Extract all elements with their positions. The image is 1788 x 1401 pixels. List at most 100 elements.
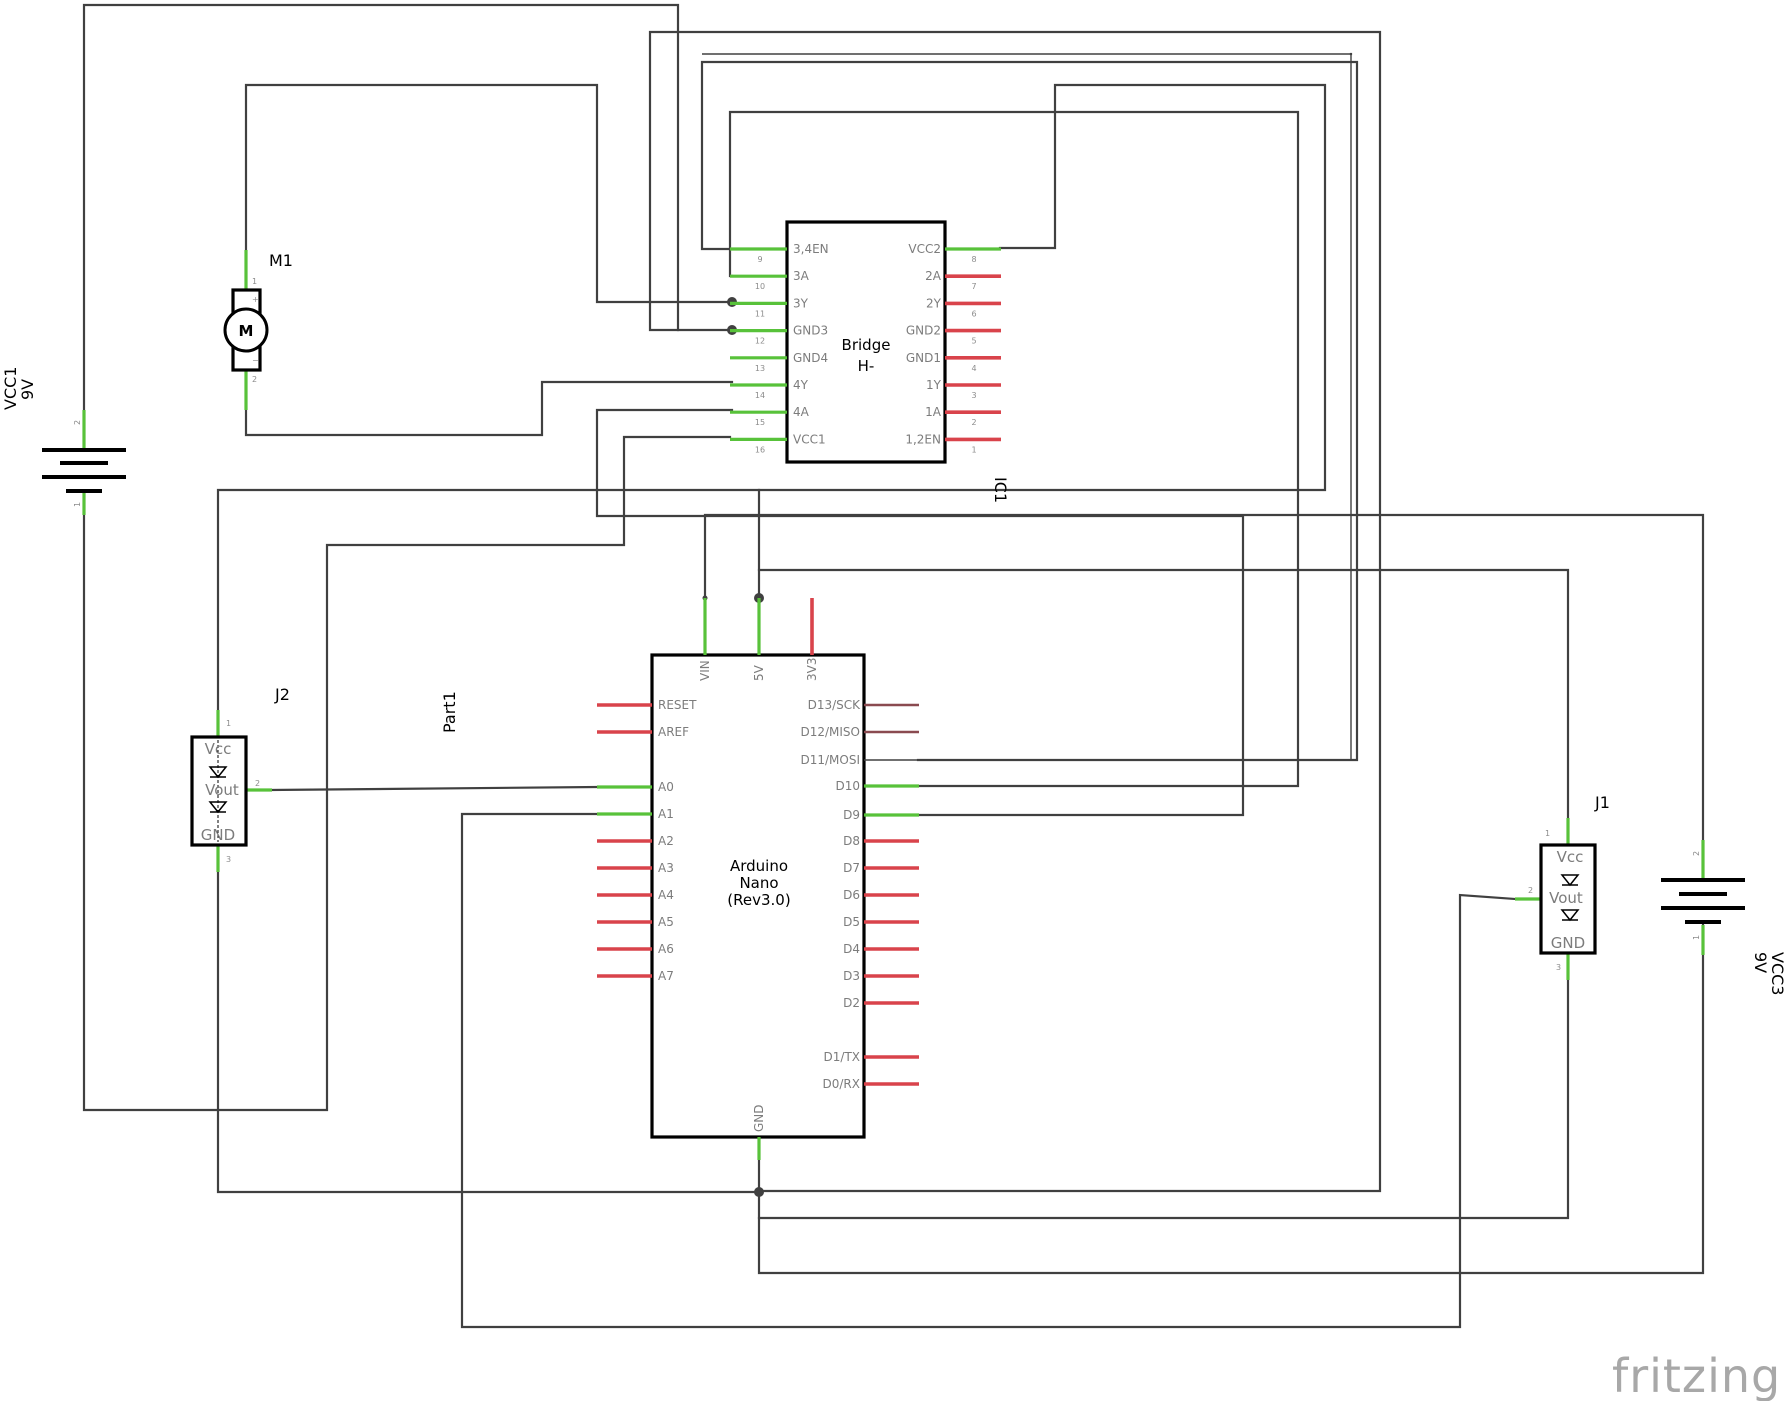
sensor-j1-diode-icon bbox=[1560, 874, 1580, 887]
arduino-pin-d7[interactable]: D7 bbox=[843, 861, 919, 875]
arduino-pin-aref[interactable]: AREF bbox=[597, 725, 689, 739]
arduino-pin-d1-tx[interactable]: D1/TX bbox=[824, 1050, 919, 1064]
sensor-j2-photodiode-icon bbox=[208, 801, 228, 814]
h-bridge-pin-2a[interactable]: 2A 7 bbox=[925, 269, 1001, 291]
arduino-pin-d10[interactable]: D10 bbox=[835, 779, 919, 793]
wire-d11[interactable] bbox=[702, 53, 1352, 761]
arduino-pin-a1[interactable]: A1 bbox=[597, 807, 674, 821]
pin-number: 12 bbox=[755, 337, 765, 346]
arduino-pin-a5[interactable]: A5 bbox=[597, 915, 674, 929]
arduino-pin-a4[interactable]: A4 bbox=[597, 888, 674, 902]
arduino-pin-reset[interactable]: RESET bbox=[597, 698, 697, 712]
wire-vin[interactable] bbox=[703, 513, 1705, 842]
pin-label: D13/SCK bbox=[808, 698, 862, 712]
arduino-gnd-pin[interactable]: GND bbox=[752, 1104, 766, 1160]
wire-motor-minus[interactable] bbox=[244, 378, 734, 437]
sensor-j2-diode-icon bbox=[208, 766, 228, 779]
arduino-pin-d0-rx[interactable]: D0/RX bbox=[823, 1077, 919, 1091]
sensor-j2-pin2: 2 bbox=[255, 779, 260, 788]
arduino-pin-d3[interactable]: D3 bbox=[843, 969, 919, 983]
arduino-pin-vin[interactable]: VIN bbox=[698, 598, 712, 681]
sensor-j1-vcc: Vcc bbox=[1557, 848, 1584, 866]
sensor-j2-body bbox=[190, 735, 248, 847]
sensor-j2-pin1: 1 bbox=[226, 719, 231, 728]
arduino-pin-a6[interactable]: A6 bbox=[597, 942, 674, 956]
wire-j2-a0[interactable] bbox=[268, 785, 599, 792]
arduino-pin-a3[interactable]: A3 bbox=[597, 861, 674, 875]
motor-m1[interactable]: M + − 1 2 M1 bbox=[223, 250, 293, 410]
wire-vcc2[interactable] bbox=[216, 83, 1327, 742]
pin-number: 7 bbox=[971, 282, 976, 291]
arduino-pin-d9[interactable]: D9 bbox=[843, 808, 919, 822]
pin-number: 8 bbox=[971, 255, 976, 264]
arduino-pin-a7[interactable]: A7 bbox=[597, 969, 674, 983]
pin-label: VIN bbox=[698, 660, 712, 681]
battery-vcc1-pin1: 1 bbox=[73, 502, 82, 507]
arduino-pin-5v[interactable]: 5V bbox=[752, 598, 766, 681]
h-bridge-pin-2y[interactable]: 2Y6 bbox=[926, 296, 1001, 318]
arduino-pin-d13-sck[interactable]: D13/SCK bbox=[808, 698, 919, 712]
pin-label: D5 bbox=[843, 915, 860, 929]
arduino-pin-d11-mosi[interactable]: D11/MOSI bbox=[800, 753, 919, 767]
wire-gnd-down[interactable] bbox=[757, 923, 1705, 1275]
wire-gnd3-loop[interactable] bbox=[648, 30, 1382, 1193]
arduino-pin-a0[interactable]: A0 bbox=[597, 780, 674, 794]
h-bridge-ic1[interactable]: Bridge H- IC1 3,4EN93A103Y11GND312GND413… bbox=[730, 220, 1010, 503]
battery-vcc1[interactable]: 2 1 VCC1 9V bbox=[1, 367, 126, 515]
arduino-pin-d6[interactable]: D6 bbox=[843, 888, 919, 902]
motor-glyph: M bbox=[239, 322, 254, 340]
pin-label: VCC1 bbox=[793, 432, 826, 446]
wire-j2-gnd[interactable] bbox=[216, 863, 761, 1194]
arduino-pin-3v3[interactable]: 3V3 bbox=[805, 598, 819, 681]
sensor-j2-vout: Vout bbox=[205, 781, 239, 799]
arduino-pin-d8[interactable]: D8 bbox=[843, 834, 919, 848]
pin-label: 3,4EN bbox=[793, 242, 829, 256]
arduino-pin-d12-miso[interactable]: D12/MISO bbox=[800, 725, 919, 739]
pin-label: 4Y bbox=[793, 378, 809, 392]
pin-number: 13 bbox=[755, 364, 765, 373]
pin-label: 1,2EN bbox=[905, 432, 941, 446]
battery-vcc3-ref: VCC3 bbox=[1768, 952, 1787, 995]
arduino-top-pins: VIN 5V 3V3 bbox=[698, 598, 819, 681]
battery-vcc3-value: 9V bbox=[1751, 952, 1770, 973]
arduino-pin-d2[interactable]: D2 bbox=[843, 996, 919, 1010]
sensor-j1-pin1: 1 bbox=[1545, 829, 1550, 838]
sensor-j2[interactable]: Vcc Vout GND 1 2 3 J2 bbox=[190, 685, 290, 872]
wire-vcc1-bottom[interactable] bbox=[82, 435, 732, 1112]
h-bridge-pin-1a[interactable]: 1A2 bbox=[925, 405, 1001, 427]
wire-motor-plus[interactable] bbox=[244, 83, 734, 304]
arduino-pin-a2[interactable]: A2 bbox=[597, 834, 674, 848]
arduino-right-pins: D13/SCK D12/MISO D11/MOSI D10D9D8D7D6D5D4D3… bbox=[800, 698, 919, 1091]
wire-5v-j1[interactable] bbox=[757, 568, 1570, 842]
sensor-j1-vout: Vout bbox=[1549, 889, 1583, 907]
motor-pin1-num: 1 bbox=[252, 277, 257, 286]
wire-gnd-j1[interactable] bbox=[757, 953, 1570, 1220]
wire-a1-j1[interactable] bbox=[460, 812, 1517, 1329]
sensor-j1[interactable]: Vcc Vout GND 1 2 3 J1 bbox=[1515, 793, 1610, 980]
motor-icon bbox=[223, 307, 269, 353]
pin-label: 5V bbox=[752, 664, 766, 681]
h-bridge-pin-1y[interactable]: 1Y3 bbox=[926, 378, 1001, 400]
arduino-title-3: (Rev3.0) bbox=[727, 891, 790, 909]
battery-vcc3[interactable]: 2 1 VCC3 9V bbox=[1661, 840, 1787, 995]
wire-vcc1-top[interactable] bbox=[82, 3, 680, 412]
pin-label: D8 bbox=[843, 834, 860, 848]
arduino-pin-d4[interactable]: D4 bbox=[843, 942, 919, 956]
pin-label: 2A bbox=[925, 269, 942, 283]
arduino-pin-d5[interactable]: D5 bbox=[843, 915, 919, 929]
